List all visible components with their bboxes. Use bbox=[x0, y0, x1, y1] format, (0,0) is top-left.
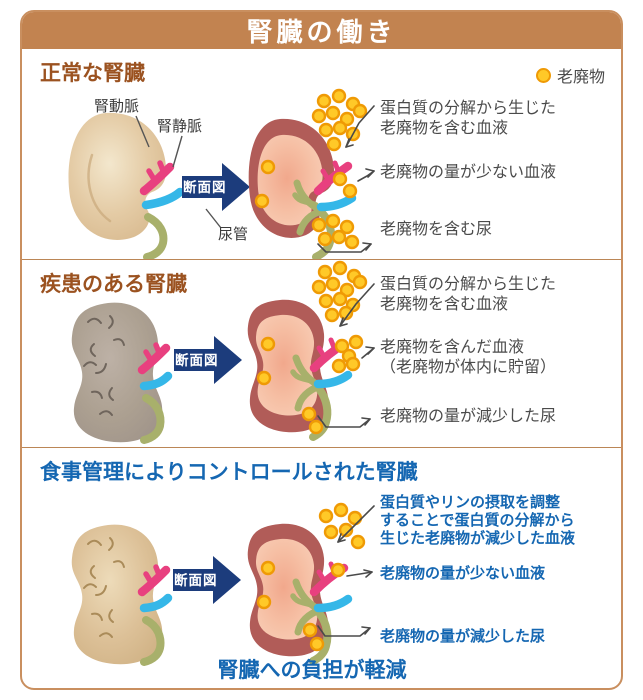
cross-section-arrow-label: 断面図 bbox=[183, 179, 227, 195]
kidney-inner-curve bbox=[87, 153, 112, 223]
annotation-incoming-blood: 蛋白質やリンの摂取を調整 することで蛋白質の分解から 生じた老廃物が減少した血液 bbox=[380, 494, 576, 547]
renal-vein-cross bbox=[313, 370, 353, 389]
renal-vein-cross bbox=[313, 594, 353, 613]
section-diseased-kidney: 断面図 bbox=[22, 259, 621, 447]
ureter bbox=[140, 394, 165, 444]
annotation-urine: 老廃物の量が減少した尿 bbox=[380, 408, 557, 425]
annotation-connectors bbox=[317, 283, 375, 428]
ureter-cross bbox=[309, 610, 332, 665]
kidney-cross-section bbox=[247, 299, 353, 441]
cross-section-arrow-label: 断面図 bbox=[175, 352, 219, 368]
kidney-shape bbox=[71, 302, 163, 443]
scar-squiggles bbox=[83, 315, 125, 416]
diseased-kidney-illustration bbox=[71, 302, 173, 444]
annotation-incoming-blood: 蛋白質の分解から生じた 老廃物を含む血液 bbox=[380, 276, 557, 313]
kidney-shape bbox=[68, 112, 167, 240]
waste-dots-urine bbox=[311, 213, 360, 250]
kidney-shape bbox=[71, 524, 163, 665]
section-normal-kidney: 断面図 bbox=[22, 49, 621, 259]
annotation-outgoing-blood: 老廃物の量が少ない血液 bbox=[380, 565, 546, 582]
cross-section-arrow-label: 断面図 bbox=[174, 572, 218, 588]
medulla bbox=[255, 314, 318, 416]
waste-legend-label: 老廃物 bbox=[556, 69, 605, 86]
annotation-outgoing-blood: 老廃物を含んだ血液 （老廃物が体内に貯留） bbox=[380, 339, 557, 376]
renal-vein bbox=[139, 371, 173, 391]
page-title: 腎臓の働き bbox=[246, 17, 397, 47]
controlled-kidney-diagram: 断面図 bbox=[71, 502, 375, 666]
section-diet-controlled-kidney: 断面図 bbox=[22, 447, 621, 688]
waste-dots-urine bbox=[302, 622, 325, 652]
section-heading-diseased: 疾患のある腎臓 bbox=[40, 273, 187, 296]
arrow-shape bbox=[174, 336, 242, 384]
annotation-incoming-blood: 蛋白質の分解から生じた 老廃物を含む血液 bbox=[380, 100, 557, 137]
kidney-cross-section bbox=[248, 118, 357, 259]
cross-section-arrow: 断面図 bbox=[182, 163, 250, 211]
ureter bbox=[140, 616, 165, 666]
waste-legend: 老廃物 bbox=[535, 63, 605, 87]
kidney-cross-section bbox=[247, 523, 353, 665]
renal-vein bbox=[141, 187, 185, 210]
arrow-shape bbox=[182, 163, 250, 211]
waste-dots-outgoing-blood bbox=[330, 562, 346, 578]
ureter bbox=[143, 213, 168, 259]
healthy-kidney-illustration bbox=[68, 112, 185, 259]
normal-kidney-diagram: 断面図 bbox=[68, 88, 375, 259]
annotation-urine: 老廃物の量が減少した尿 bbox=[380, 628, 546, 645]
annotation-connectors bbox=[317, 105, 375, 253]
renal-vein-cross bbox=[316, 193, 357, 212]
renal-artery bbox=[137, 564, 171, 597]
renal-artery bbox=[137, 342, 171, 375]
burden-reduced-caption: 腎臓への負担が軽減 bbox=[217, 659, 407, 682]
waste-dots-inside bbox=[254, 159, 276, 209]
ureter-cross bbox=[309, 386, 332, 441]
diseased-kidney-diagram: 断面図 bbox=[71, 260, 375, 444]
annotation-urine: 老廃物を含む尿 bbox=[380, 221, 493, 238]
annotation-outgoing-blood: 老廃物の量が少ない血液 bbox=[380, 164, 557, 181]
arrow-shape bbox=[173, 556, 241, 604]
waste-dots-outgoing-blood bbox=[332, 171, 358, 199]
vein-leader-line bbox=[172, 135, 183, 168]
waste-dots-incoming-blood bbox=[311, 88, 368, 152]
renal-artery bbox=[139, 160, 175, 196]
ureter-leader-line bbox=[205, 208, 222, 229]
waste-dots-outgoing-blood bbox=[331, 334, 364, 374]
controlled-kidney-illustration bbox=[71, 524, 173, 666]
waste-dots-inside bbox=[256, 560, 276, 610]
waste-dots-incoming-blood bbox=[311, 260, 368, 323]
title-band: 腎臓の働き bbox=[22, 12, 621, 49]
section-heading-normal: 正常な腎臓 bbox=[40, 62, 145, 85]
artery-leader-line bbox=[135, 115, 150, 148]
waste-dots-urine bbox=[301, 406, 324, 435]
waste-dot-icon bbox=[535, 67, 551, 83]
annotation-connectors bbox=[317, 505, 375, 637]
kidney-function-card: 腎臓の働き bbox=[20, 10, 623, 690]
renal-vein-label: 腎静脈 bbox=[157, 118, 203, 135]
renal-artery-label: 腎動脈 bbox=[94, 98, 140, 115]
waste-dots-inside bbox=[256, 336, 276, 386]
scar-squiggles bbox=[83, 537, 125, 638]
section-heading-controlled: 食事管理によりコントロールされた腎臓 bbox=[40, 461, 418, 484]
renal-vein bbox=[139, 593, 173, 613]
ureter-label: 尿管 bbox=[218, 226, 249, 243]
cross-section-arrow: 断面図 bbox=[174, 336, 242, 384]
cross-section-arrow: 断面図 bbox=[173, 556, 241, 604]
waste-dots-incoming-blood bbox=[318, 502, 366, 550]
